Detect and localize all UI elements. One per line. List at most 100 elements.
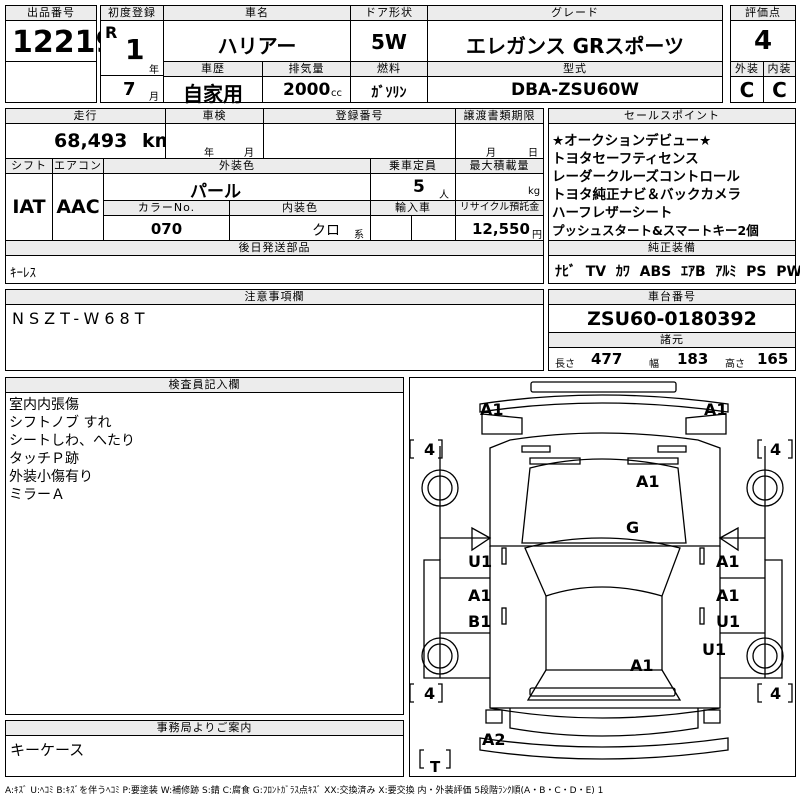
- max-load-unit: kg: [528, 186, 541, 197]
- mark-rear-bumper: A2: [482, 730, 506, 749]
- displacement-label: 排気量: [262, 61, 351, 77]
- notes-cell: NSZT-W68T: [5, 304, 544, 371]
- sales-points-box: ★オークションデビュー★ トヨタセーフティセンス レーダークルーズコントロール …: [548, 123, 796, 241]
- mark-hood: A1: [636, 472, 660, 491]
- displacement: 2000: [283, 80, 331, 100]
- transfer-month-unit: 月: [486, 148, 496, 159]
- equip-item: TV: [585, 264, 607, 280]
- ext-score-cell: C: [730, 76, 764, 103]
- door-label: ドア形状: [350, 5, 428, 21]
- registration-cell: [263, 123, 456, 159]
- height: 165: [757, 350, 789, 368]
- office-note: キーケース: [10, 741, 85, 759]
- car-name-label: 車名: [163, 5, 351, 21]
- inspection-cell: 年 月: [165, 123, 264, 159]
- transfer-label: 譲渡書類期限: [455, 108, 544, 124]
- equip-item: ｴｱB: [680, 264, 706, 280]
- mark-rear-glass: A1: [630, 656, 654, 675]
- first-reg-year-cell: R 1 年: [100, 20, 164, 76]
- reg-year: 1: [125, 33, 145, 66]
- model-code: DBA-ZSU60W: [510, 80, 640, 100]
- lot-label: 出品番号: [5, 5, 97, 21]
- month-unit: 月: [149, 92, 159, 103]
- model-code-label: 型式: [427, 61, 723, 77]
- door-cell: 5W: [350, 20, 428, 62]
- chassis-number: ZSU60-0180392: [587, 308, 757, 330]
- first-reg-label: 初度登録: [100, 5, 164, 21]
- shift: IAT: [12, 196, 46, 218]
- notes-label: 注意事項欄: [5, 289, 544, 305]
- mark-door-right-a1: A1: [716, 586, 740, 605]
- color-no-cell: 070: [103, 215, 230, 241]
- history-cell: 自家用: [163, 76, 263, 106]
- mark-fender-left: U1: [468, 552, 493, 571]
- later-parts-label: 後日発送部品: [5, 240, 544, 256]
- inspector-label: 検査員記入欄: [5, 377, 404, 393]
- score-label: 評価点: [730, 5, 796, 21]
- recycle-unit: 円: [532, 230, 542, 241]
- fuel-cell: ｶﾞｿﾘﾝ: [350, 76, 428, 103]
- ext-color-label: 外装色: [103, 158, 371, 174]
- office-cell: キーケース: [5, 735, 404, 777]
- inspector-line: タッチＰ跡: [9, 451, 79, 467]
- chassis-label: 車台番号: [548, 289, 796, 305]
- mark-door-left-a1: A1: [468, 586, 492, 605]
- ext-color: パール: [190, 182, 241, 202]
- height-label: 高さ: [725, 359, 745, 370]
- score-cell: 4: [730, 20, 796, 62]
- reg-month: 7: [123, 79, 136, 100]
- car-outline-svg: [410, 381, 793, 769]
- notes: NSZT-W68T: [12, 309, 150, 328]
- aircon-label: エアコン: [52, 158, 104, 174]
- displacement-unit: cc: [331, 88, 342, 99]
- history: 自家用: [183, 82, 243, 106]
- mark-windshield: G: [626, 518, 640, 537]
- era: R: [105, 23, 118, 42]
- inspector-line: 室内内張傷: [9, 397, 79, 413]
- dimensions-cell: 長さ 477 幅 183 高さ 165: [548, 347, 796, 371]
- recycle: 12,550: [472, 220, 530, 238]
- int-color-unit: 系: [354, 230, 364, 241]
- grade: エレガンス GRスポーツ: [466, 34, 684, 58]
- length-label: 長さ: [555, 359, 575, 370]
- int-score-label: 内装: [763, 61, 796, 77]
- inspection-label: 車検: [165, 108, 264, 124]
- ext-score: C: [739, 78, 755, 102]
- office-label: 事務局よりご案内: [5, 720, 404, 736]
- width: 183: [677, 350, 709, 368]
- equipment-label: 純正装備: [548, 240, 796, 256]
- equipment-list: ﾅﾋﾞ TV ｶﾜ ABS ｴｱB ｱﾙﾐ PS PW: [555, 261, 800, 281]
- sales-point: レーダークルーズコントロール: [552, 169, 740, 185]
- int-color: クロ: [312, 223, 340, 239]
- transfer-cell: 月 日: [455, 123, 544, 159]
- inspector-line: シフトノブ すれ: [9, 415, 112, 431]
- score: 4: [753, 26, 773, 56]
- sales-points-label: セールスポイント: [548, 108, 796, 124]
- sales-points-list: ★オークションデビュー★ トヨタセーフティセンス レーダークルーズコントロール …: [552, 132, 759, 240]
- max-load-cell: kg: [455, 173, 544, 201]
- inspector-line: シートしわ、へたり: [9, 433, 135, 449]
- grade-label: グレード: [427, 5, 723, 21]
- mileage: 68,493: [54, 130, 128, 152]
- mileage-cell: 68,493 km: [5, 123, 174, 159]
- inspector-line: ミラーＡ: [9, 487, 65, 503]
- recycle-cell: 12,550 円: [455, 215, 544, 241]
- mark-door-left-b1: B1: [468, 612, 492, 631]
- int-color-cell: クロ 系: [229, 215, 371, 241]
- ext-score-label: 外装: [730, 61, 764, 77]
- mark-tire-fl: 4: [424, 440, 436, 459]
- mark-tire-rl: 4: [424, 684, 436, 703]
- dimensions-label: 諸元: [548, 332, 796, 348]
- mileage-label: 走行: [5, 108, 166, 124]
- car-name: ハリアー: [217, 34, 297, 58]
- car-name-cell: ハリアー: [163, 20, 351, 62]
- sales-point: ハーフレザーシート: [552, 205, 673, 221]
- capacity: 5: [413, 177, 425, 197]
- aircon-cell: AAC: [52, 173, 104, 241]
- color-no: 070: [150, 220, 183, 238]
- int-color-label: 内装色: [229, 200, 371, 216]
- displacement-cell: 2000 cc: [262, 76, 351, 103]
- sales-point: トヨタ純正ナビ＆バックカメラ: [552, 187, 741, 203]
- equip-item: PW: [776, 264, 800, 280]
- sales-point: ★オークションデビュー★: [552, 133, 712, 149]
